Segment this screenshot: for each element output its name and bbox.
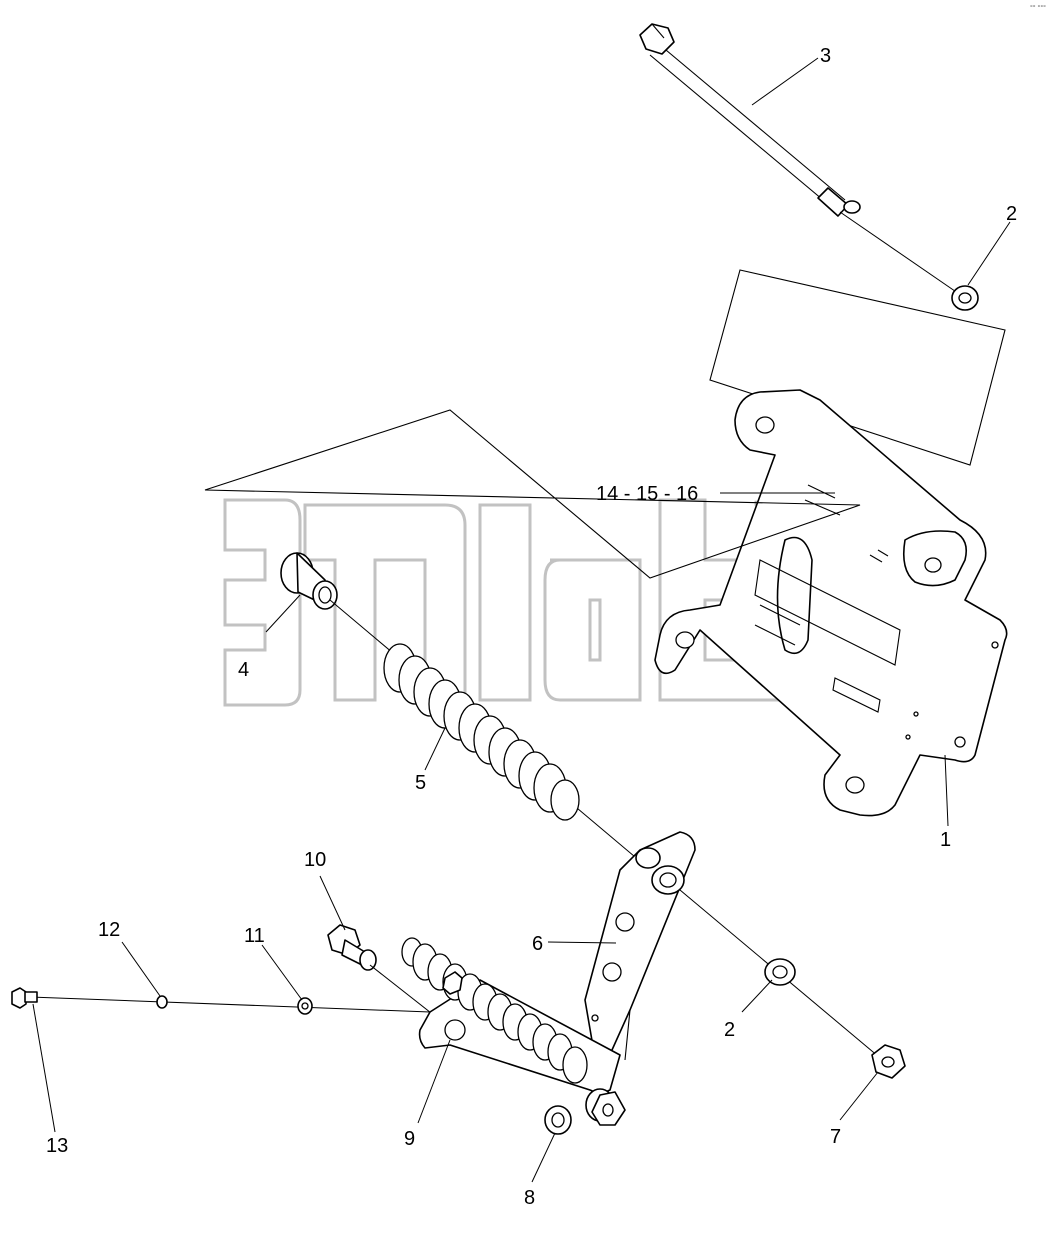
part-12-washer — [156, 995, 168, 1009]
callout-8: 8 — [524, 1187, 535, 1209]
part-11-washer — [297, 997, 313, 1015]
callout-12: 12 — [98, 919, 120, 941]
watermark-logo: TM — [223, 495, 807, 707]
callout-4: 4 — [238, 659, 249, 681]
callout-5: 5 — [415, 772, 426, 794]
callout-13: 13 — [46, 1135, 68, 1157]
section-plane-top — [709, 269, 1006, 466]
part-10-bushing — [327, 924, 441, 1021]
section-plane-middle — [204, 409, 861, 579]
part-3-bolt — [639, 23, 966, 299]
callout-1: 1 — [940, 829, 951, 851]
part-13-bolt — [11, 987, 38, 1009]
part-2-washer-top — [951, 285, 979, 311]
callout-10: 10 — [304, 849, 326, 871]
callout-6: 6 — [532, 933, 543, 955]
callout-2-lower: 2 — [724, 1019, 735, 1041]
callout-14-15-16: 14 - 15 - 16 — [596, 483, 698, 505]
part-6-lever — [584, 831, 696, 1061]
corner-mark: °° °°° — [1030, 4, 1046, 12]
callout-labels: 3 2 14 - 15 - 16 4 5 1 10 6 12 11 2 9 7 … — [46, 45, 1017, 1209]
part-4-bushing — [280, 552, 338, 610]
part-9-shock-assembly — [401, 937, 626, 1126]
part-5-spring — [383, 643, 580, 821]
callout-7: 7 — [830, 1126, 841, 1148]
leader-lines — [32, 57, 1011, 1183]
callout-9: 9 — [404, 1128, 415, 1150]
axis-line-left — [29, 996, 431, 1013]
callout-3: 3 — [820, 45, 831, 67]
callout-2-top: 2 — [1006, 203, 1017, 225]
part-8-washer — [544, 1105, 572, 1135]
part-7-nut — [871, 1044, 906, 1079]
callout-11: 11 — [244, 925, 265, 947]
part-1-bracket — [654, 389, 1008, 817]
part-2-washer-lower — [764, 958, 796, 986]
